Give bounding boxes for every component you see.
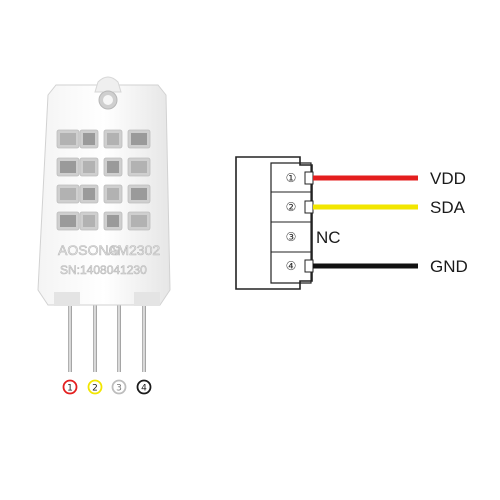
vent-inner bbox=[83, 133, 95, 145]
vent-inner bbox=[83, 188, 95, 200]
vent-inner bbox=[131, 161, 147, 173]
vent-inner bbox=[60, 161, 76, 173]
pin-badge-ring bbox=[87, 379, 103, 395]
slot-contact bbox=[304, 200, 314, 214]
vent-inner bbox=[60, 215, 76, 227]
connector-slot-2: ② SDA bbox=[286, 198, 466, 217]
pin-badge-number: 2 bbox=[92, 384, 98, 394]
vent-inner bbox=[60, 133, 76, 145]
label-nc: NC bbox=[316, 228, 341, 247]
housing-foot-right bbox=[134, 292, 160, 306]
vent-inner bbox=[60, 188, 76, 200]
vent-inner bbox=[83, 215, 95, 227]
vent-inner bbox=[131, 188, 147, 200]
connector-slot-4: ④ GND bbox=[286, 257, 468, 276]
vent-inner bbox=[107, 188, 119, 200]
pin-badge-number: 3 bbox=[116, 384, 122, 394]
vent-inner bbox=[107, 133, 119, 145]
label-gnd: GND bbox=[430, 257, 468, 276]
pin-badge-ring bbox=[111, 379, 127, 395]
pin-number-badges: 1 2 3 4 bbox=[62, 379, 152, 395]
sensor-module: AOSONG AM2302 SN:1408041230 bbox=[37, 76, 171, 372]
pin-badge-2: 2 bbox=[87, 379, 103, 395]
pin-badge-3: 3 bbox=[111, 379, 127, 395]
label-sda: SDA bbox=[430, 198, 466, 217]
pin-badge-ring bbox=[136, 379, 152, 395]
connector-diagram: ① VDD ② SDA ③ NC ④ GND bbox=[235, 156, 468, 290]
vent-inner bbox=[107, 215, 119, 227]
vent-inner bbox=[83, 161, 95, 173]
slot-number: ② bbox=[286, 200, 297, 214]
pin-leg-3 bbox=[117, 300, 121, 372]
pin-badge-ring bbox=[62, 379, 78, 395]
vent-inner bbox=[131, 133, 147, 145]
label-vdd: VDD bbox=[430, 169, 466, 188]
pin-badge-number: 1 bbox=[67, 384, 73, 394]
model-text: AM2302 bbox=[108, 242, 160, 258]
connector-slot-3: ③ NC bbox=[286, 228, 341, 247]
vent-inner bbox=[131, 215, 147, 227]
slot-contact bbox=[304, 171, 314, 185]
pin-leg-1 bbox=[68, 300, 72, 372]
pin-badge-4: 4 bbox=[136, 379, 152, 395]
slot-number: ③ bbox=[286, 230, 297, 244]
slot-number: ④ bbox=[286, 259, 297, 273]
connector-slot-1: ① VDD bbox=[286, 169, 466, 188]
mounting-tab bbox=[94, 76, 122, 93]
vent-inner bbox=[107, 161, 119, 173]
housing-foot-left bbox=[54, 292, 80, 306]
sensor-pins bbox=[68, 300, 146, 372]
pin-leg-4 bbox=[142, 300, 146, 372]
pin-leg-2 bbox=[93, 300, 97, 372]
serial-text: SN:1408041230 bbox=[60, 263, 147, 277]
pin-badge-1: 1 bbox=[62, 379, 78, 395]
pin-badge-number: 4 bbox=[141, 384, 147, 394]
slot-number: ① bbox=[286, 171, 297, 185]
vent-grid bbox=[56, 129, 151, 231]
connector-housing bbox=[235, 156, 313, 290]
slot-contact bbox=[304, 259, 314, 273]
brand-text: AOSONG bbox=[58, 242, 119, 258]
